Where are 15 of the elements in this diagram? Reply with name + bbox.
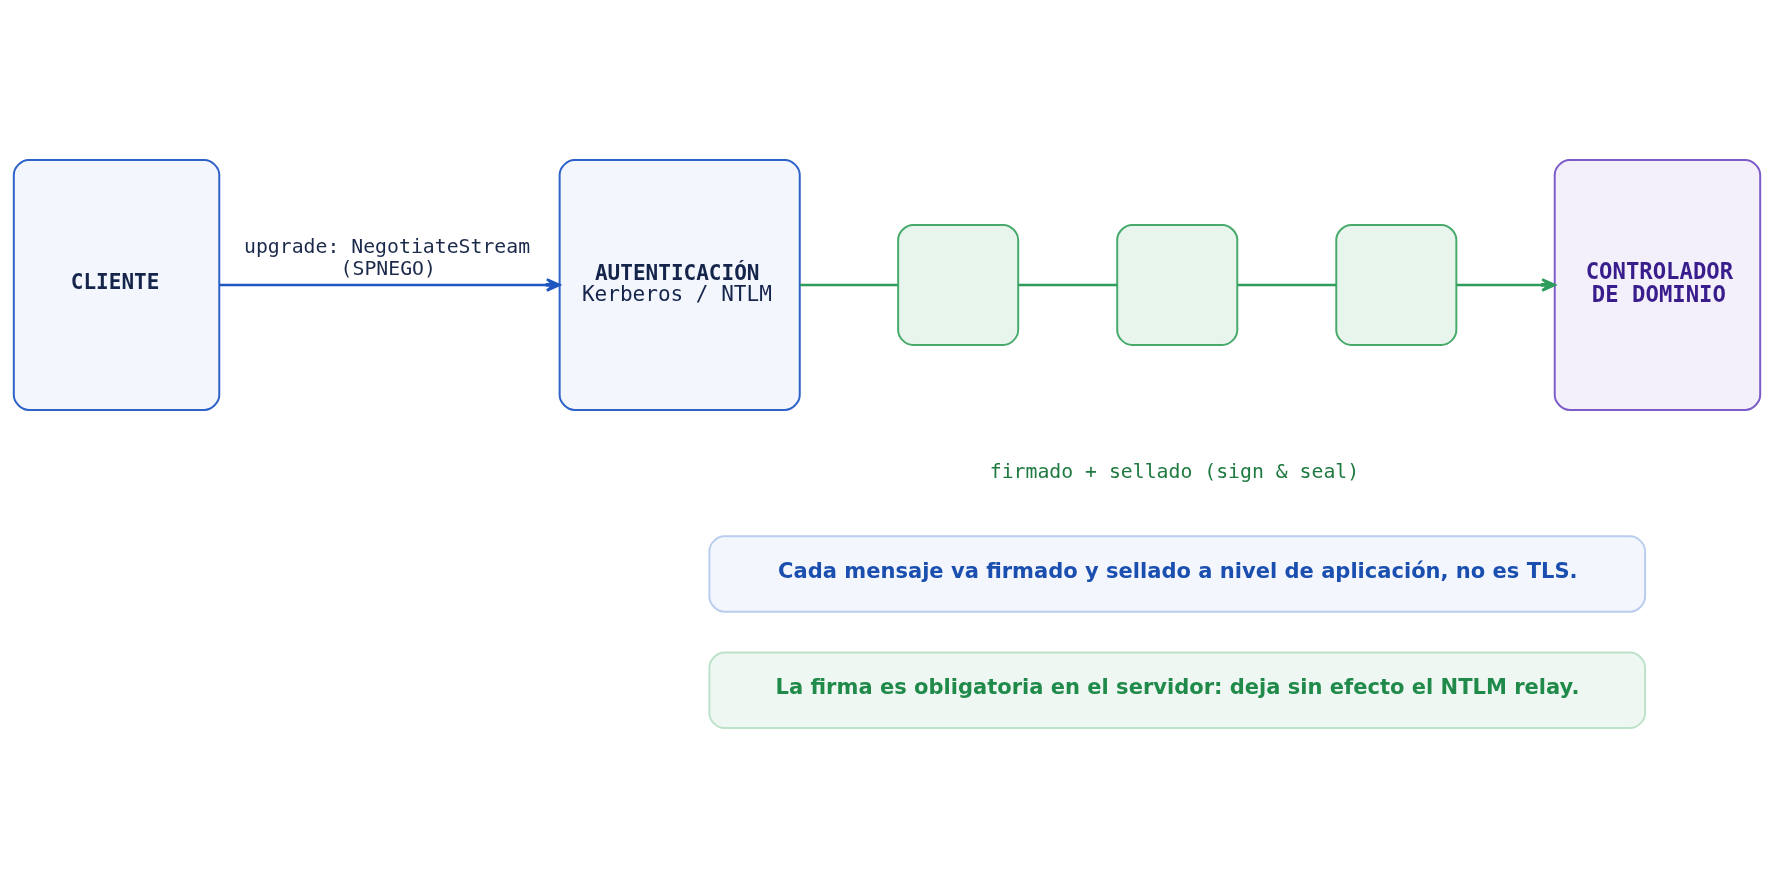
node-box xyxy=(1335,223,1458,346)
edge-label: upgrade: NegotiateStream (SPNEGO) xyxy=(244,234,531,280)
connector xyxy=(1237,283,1337,286)
node-box: Cada mensaje va firmado y sellado a nivel de aplicación, no es TLS. xyxy=(708,534,1647,613)
node-box: CLIENTE xyxy=(12,158,221,411)
node-box: CONTROLADOR DE DOMINIO xyxy=(1553,158,1762,411)
label: firmado + sellado (sign & seal) xyxy=(989,459,1360,483)
node-box xyxy=(897,223,1020,346)
node-box: AUTENTICACIÓN Kerberos / NTLM xyxy=(558,158,801,411)
connector xyxy=(1018,283,1118,286)
arrow xyxy=(1456,277,1556,292)
connector xyxy=(799,283,898,286)
node-box xyxy=(1116,223,1239,346)
arrow xyxy=(219,277,561,292)
node-box: La firma es obligatoria en el servidor: deja sin efecto el NTLM relay. xyxy=(708,651,1647,729)
